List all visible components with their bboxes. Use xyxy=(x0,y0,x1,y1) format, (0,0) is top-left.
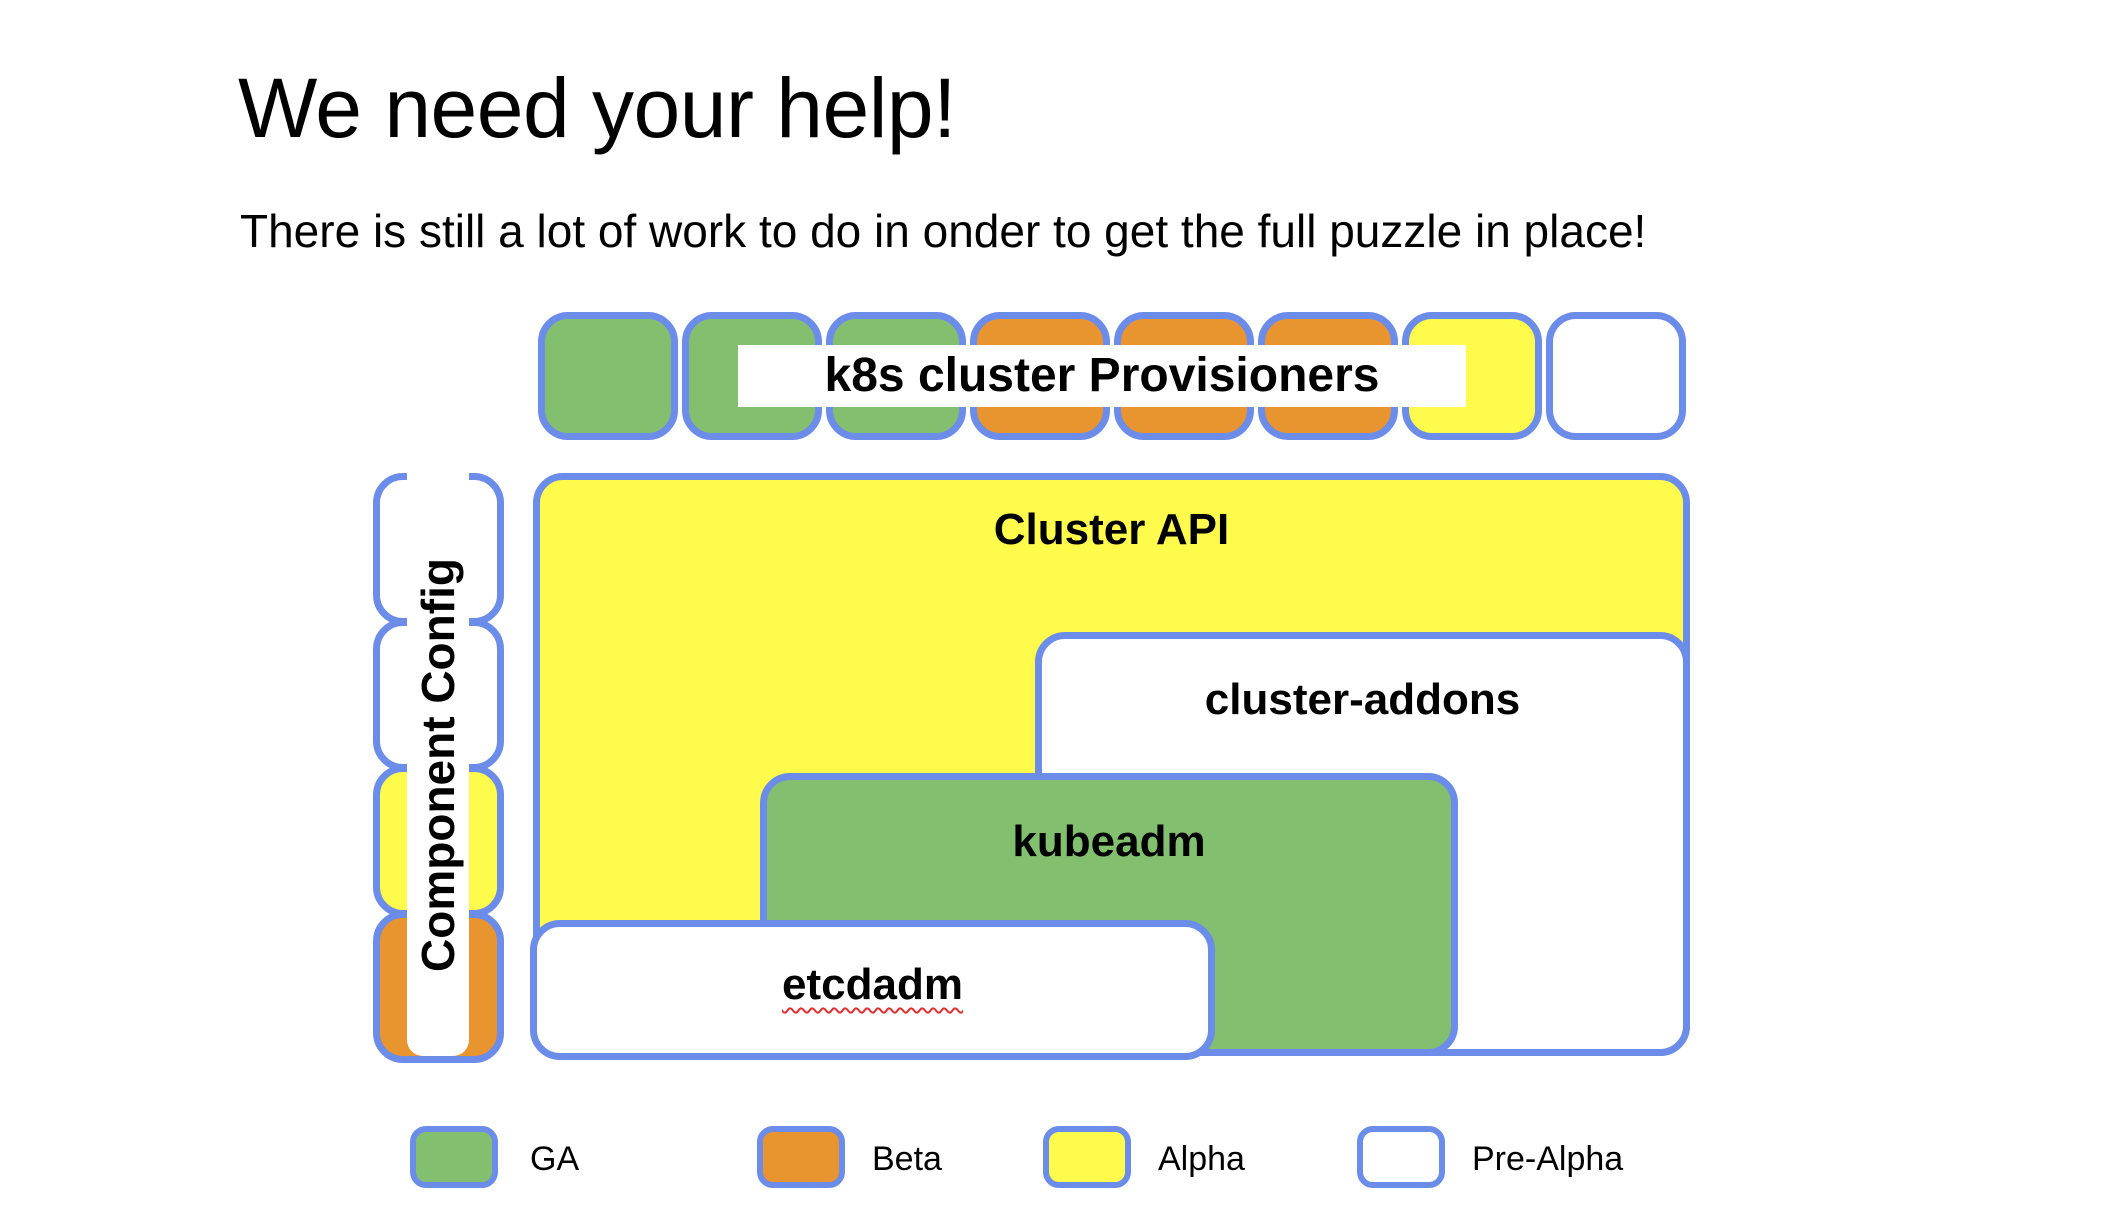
legend-label-ga: GA xyxy=(530,1140,580,1178)
kubeadm-label: kubeadm xyxy=(1012,817,1206,866)
etcdadm-label: etcdadm xyxy=(530,960,1215,1010)
legend-label-beta: Beta xyxy=(872,1140,942,1178)
cluster-api-label: Cluster API xyxy=(993,505,1230,554)
legend-swatch-pre-alpha xyxy=(1357,1126,1445,1188)
legend-swatch-alpha xyxy=(1043,1126,1131,1188)
provisioner-banner xyxy=(738,345,1466,407)
page-title: We need your help! xyxy=(238,61,956,156)
legend-label-pre-alpha: Pre-Alpha xyxy=(1472,1140,1624,1178)
legend-label-alpha: Alpha xyxy=(1158,1140,1245,1178)
cluster-addons-label: cluster-addons xyxy=(1204,675,1521,724)
etcdadm-text: etcdadm xyxy=(782,960,963,1009)
provisioner-banner-label: k8s cluster Provisioners xyxy=(824,349,1380,402)
component-config-text: Component Config xyxy=(412,557,465,972)
etcdadm-box[interactable] xyxy=(530,920,1215,1060)
legend-swatch-ga xyxy=(410,1126,498,1188)
component-config-band xyxy=(407,473,469,1056)
provisioner-box-1[interactable] xyxy=(538,312,678,440)
provisioner-box-8[interactable] xyxy=(1546,312,1686,440)
legend-swatch-beta xyxy=(757,1126,845,1188)
page-subtitle: There is still a lot of work to do in on… xyxy=(240,205,1647,257)
component-config-label: Component Config xyxy=(407,473,469,1056)
